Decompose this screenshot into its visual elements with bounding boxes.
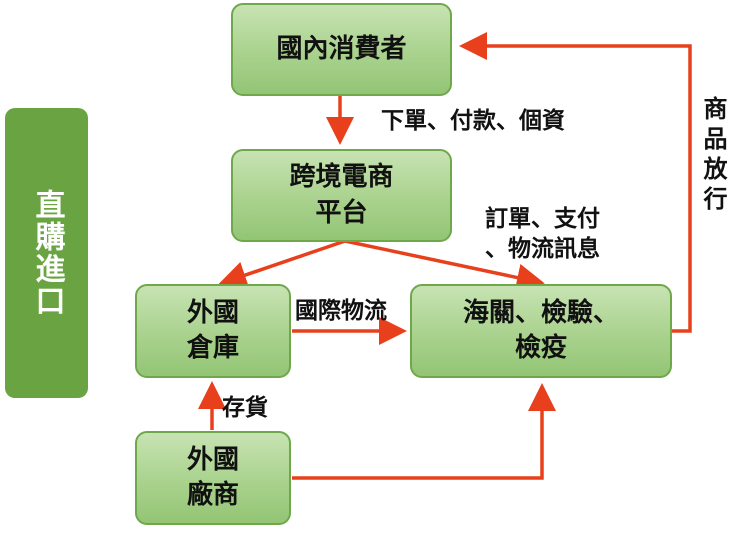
label-order-payment-personal-data: 下單、付款、個資 (381, 108, 565, 134)
label-goods-released: 商品放行 (699, 96, 727, 216)
label-international-logistics: 國際物流 (295, 298, 387, 324)
direct-import-tag: 直購進口 (5, 108, 88, 398)
node-customs-inspection-quarantine: 海關、檢驗、 檢疫 (410, 284, 672, 378)
label-stock: 存貨 (222, 395, 268, 421)
node-foreign-warehouse: 外國 倉庫 (135, 284, 291, 378)
node-domestic-consumer: 國內消費者 (231, 3, 452, 96)
arrow-platform-to-customs (344, 239, 545, 292)
direct-import-label: 直購進口 (29, 189, 65, 317)
label-order-payment-logistics-info: 訂單、支付 、物流訊息 (485, 206, 600, 262)
arrow-customs-to-consumer (459, 32, 692, 333)
arrow-platform-to-warehouse (218, 239, 346, 289)
node-foreign-manufacturer: 外國 廠商 (135, 431, 291, 525)
arrow-manufacturer-to-customs (292, 383, 556, 480)
node-cross-border-platform: 跨境電商 平台 (231, 149, 452, 242)
